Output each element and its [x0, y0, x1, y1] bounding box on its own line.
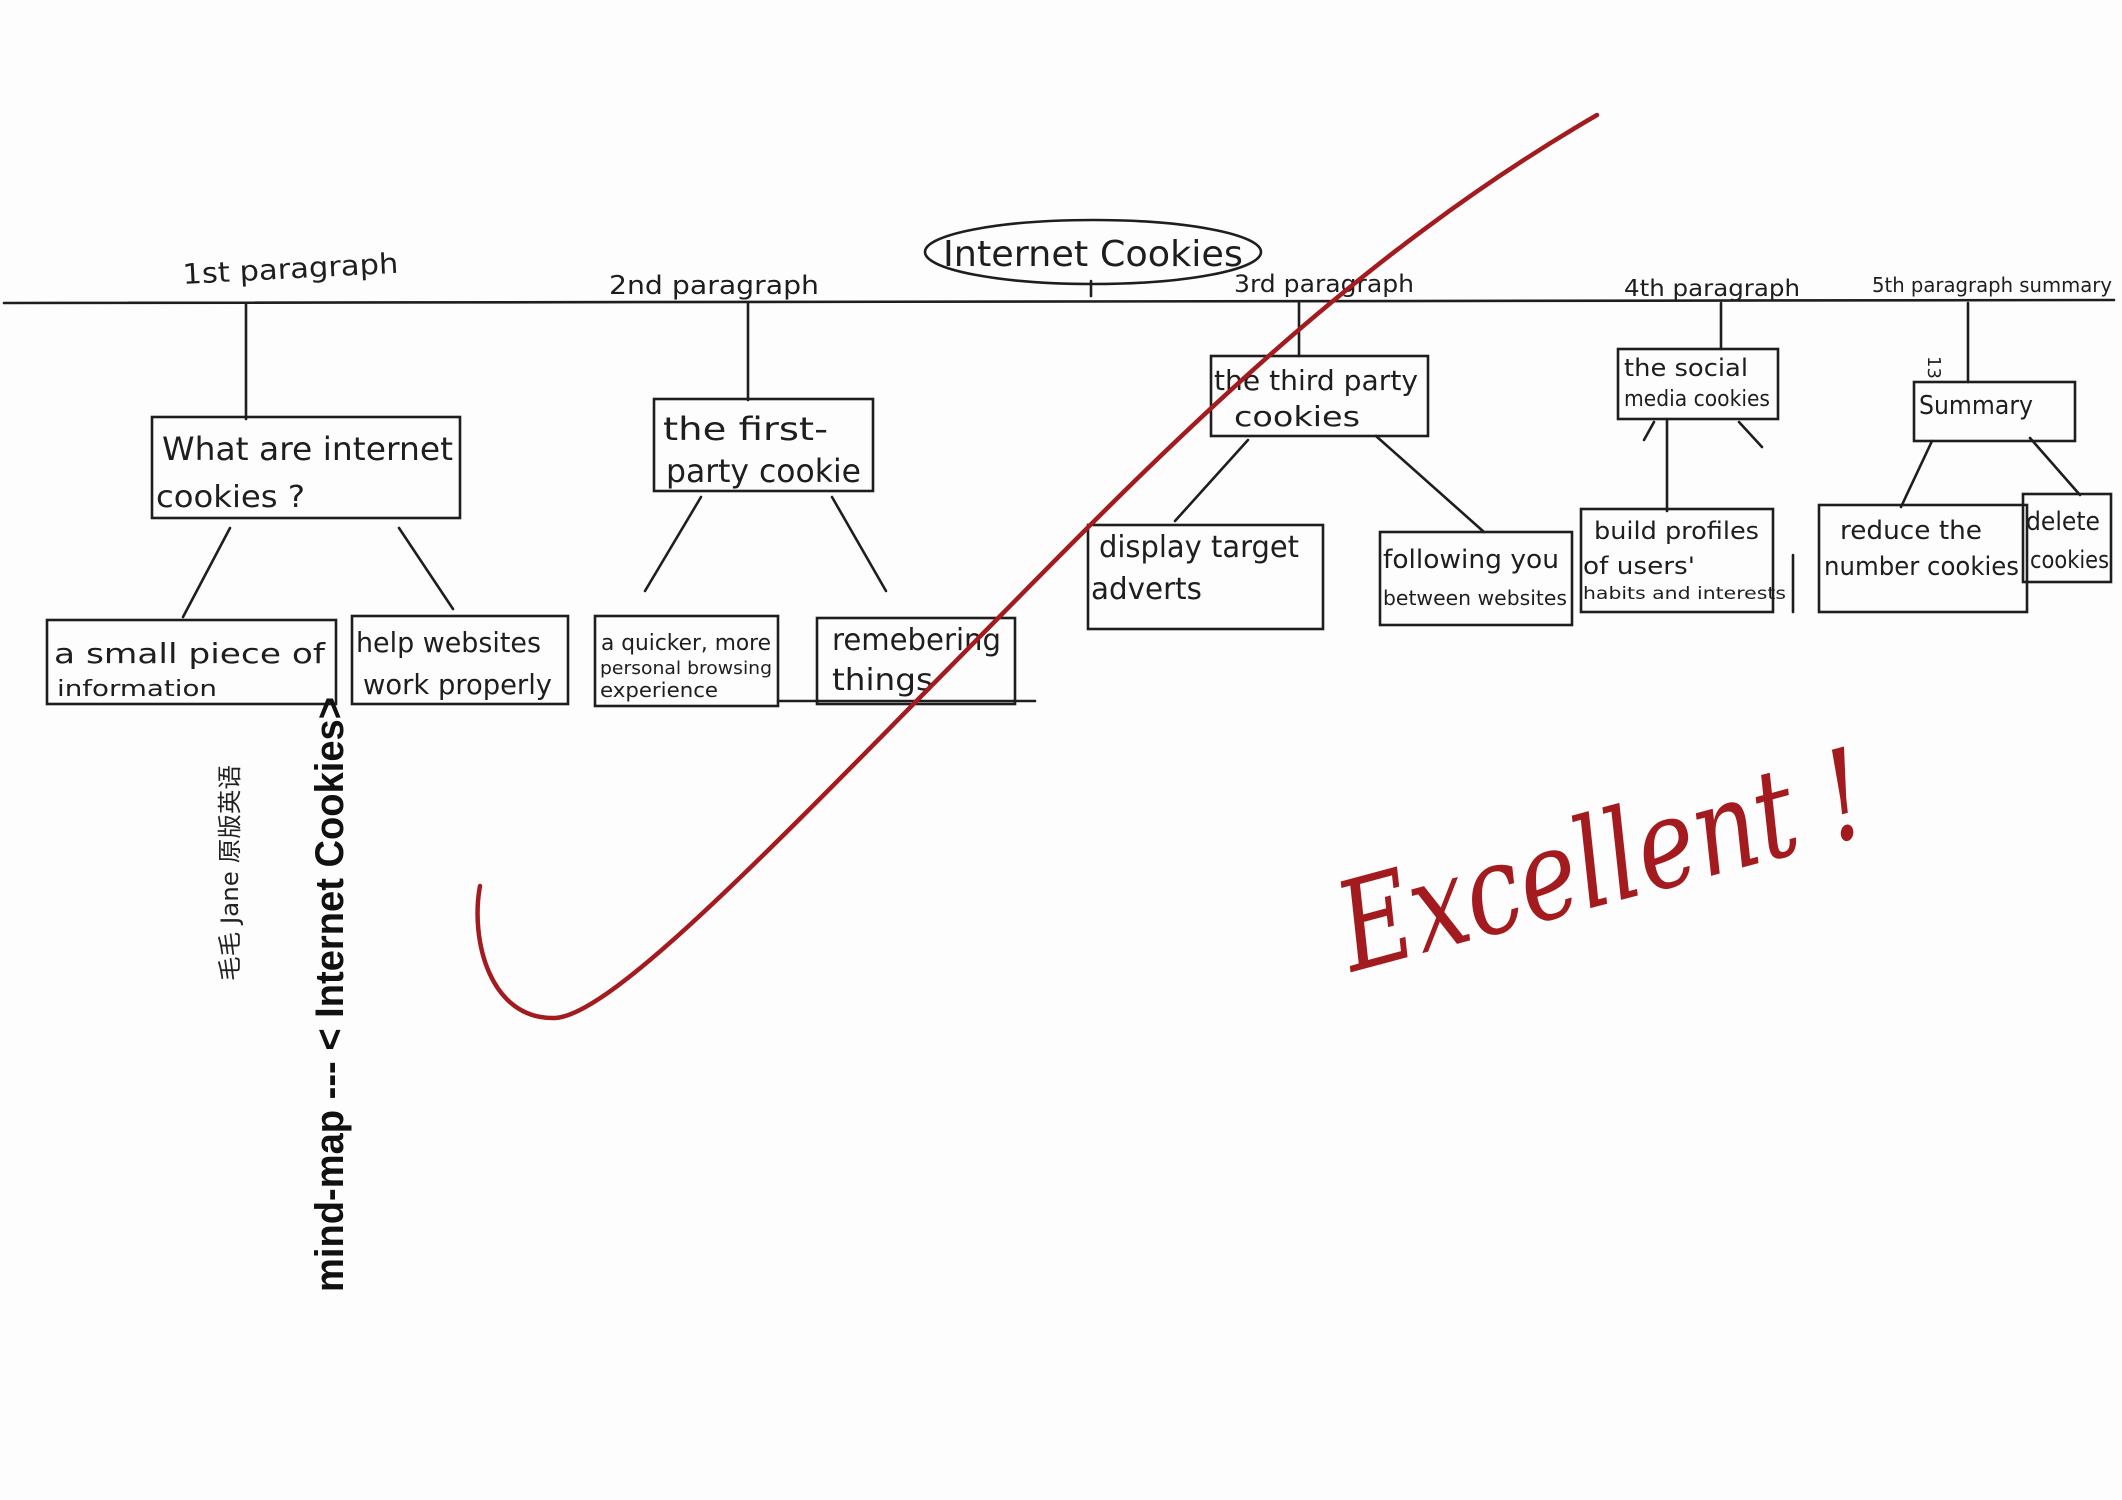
detail-line: personal browsing [600, 658, 772, 679]
connector-line [830, 495, 888, 593]
detail-line: work properly [363, 668, 552, 701]
detail-line: reduce the [1840, 516, 1982, 546]
detail-line: number cookies [1824, 552, 2019, 582]
side-caption: mind-map --- < Internet Cookies> [308, 697, 352, 1292]
detail-box [1579, 507, 1775, 614]
detail-box [1817, 503, 2029, 614]
paragraph-label: 5th paragraph summary [1872, 273, 2112, 297]
topic-line: cookies [1234, 400, 1360, 433]
connector-line [643, 495, 703, 593]
detail-box [350, 614, 570, 706]
detail-line: a quicker, more [601, 631, 771, 656]
paragraph-label: 4th paragraph [1624, 276, 1800, 302]
topic-box [1209, 354, 1430, 438]
branch-paragraph-2: 2nd paragraph the first- party cookie a … [593, 271, 1037, 708]
stray-stroke [1642, 420, 1656, 442]
topic-line: media cookies [1624, 387, 1770, 412]
grade-comment: Excellent ! [1321, 722, 1881, 1001]
main-axis-line [2, 298, 2116, 305]
topic-box [1912, 380, 2077, 443]
connector-line [1374, 434, 1486, 534]
detail-line: following you [1383, 545, 1559, 575]
topic-box [652, 397, 875, 493]
connector-line [1173, 438, 1250, 523]
watermark: 毛毛 Jane 原版英语 [216, 765, 244, 981]
detail-line: habits and interests [1583, 584, 1786, 604]
paragraph-label: 2nd paragraph [609, 271, 819, 301]
margin-note: 13 [1923, 356, 1944, 379]
detail-box [1378, 530, 1574, 627]
topic-box [1616, 347, 1780, 421]
detail-line: adverts [1091, 572, 1202, 607]
detail-line: information [57, 677, 217, 702]
topic-box [150, 415, 462, 520]
detail-line: a small piece of [54, 637, 326, 670]
topic-line: the first- [663, 410, 828, 448]
detail-line: experience [600, 678, 718, 702]
stray-stroke [1737, 420, 1764, 449]
detail-box [45, 618, 338, 706]
branch-paragraph-1: 1st paragraph What are internet cookies … [45, 247, 570, 706]
paragraph-label: 3rd paragraph [1234, 270, 1414, 298]
connector-line [1899, 439, 1934, 509]
detail-line: of users' [1583, 552, 1695, 580]
paragraph-label: 1st paragraph [182, 247, 399, 291]
detail-line: things [832, 663, 933, 698]
branch-paragraph-4: 4th paragraph the social media cookies b… [1579, 276, 1800, 614]
topic-line: party cookie [666, 452, 861, 490]
check-mark-icon [475, 112, 1600, 1021]
detail-line: between websites [1383, 586, 1567, 610]
topic-line: Summary [1919, 391, 2033, 421]
branch-paragraph-3: 3rd paragraph the third party cookies di… [1086, 270, 1574, 631]
title-ellipse [923, 218, 1263, 286]
topic-line: What are internet [162, 430, 453, 468]
detail-line: help websites [356, 626, 541, 659]
detail-line: display target [1099, 530, 1299, 565]
detail-line: build profiles [1594, 517, 1759, 545]
detail-line: remebering [832, 623, 1001, 658]
topic-line: the social [1624, 354, 1748, 382]
detail-box [2021, 492, 2113, 584]
topic-line: the third party [1214, 364, 1418, 397]
detail-box [1086, 523, 1325, 631]
connector-line [2028, 436, 2082, 497]
detail-line: delete [2026, 507, 2100, 537]
connector-line [397, 526, 455, 611]
detail-box [593, 614, 780, 708]
central-title: Internet Cookies [923, 218, 1263, 298]
topic-line: cookies ? [156, 480, 305, 515]
connector-line [181, 526, 232, 619]
detail-line: cookies [2030, 546, 2109, 574]
title-text: Internet Cookies [943, 234, 1243, 275]
branch-paragraph-5: 5th paragraph summary 13 Summary reduce … [1817, 273, 2113, 614]
